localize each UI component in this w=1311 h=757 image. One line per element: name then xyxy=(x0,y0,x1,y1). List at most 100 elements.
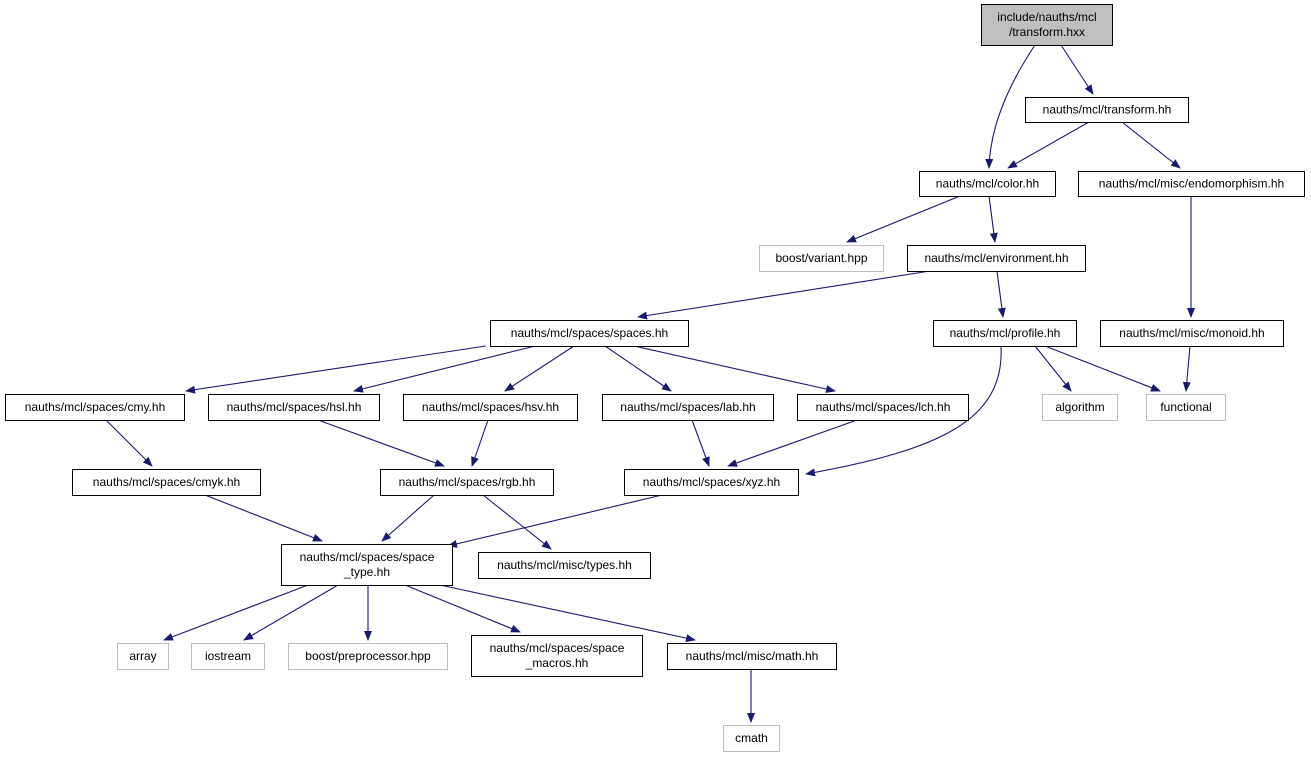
edge-line xyxy=(691,419,710,467)
edge-line xyxy=(317,419,445,467)
node-transform-hh[interactable]: nauths/mcl/transform.hh xyxy=(1025,97,1189,123)
edge-spaces_hh-to-hsv_hh xyxy=(504,345,575,392)
edge-spaces_hh-to-cmy_hh xyxy=(185,345,487,394)
edge-root-to-transform_hh xyxy=(1060,44,1094,95)
node-endomorphism-hh[interactable]: nauths/mcl/misc/endomorphism.hh xyxy=(1078,171,1305,197)
node-boost-variant: boost/variant.hpp xyxy=(759,245,884,272)
node-types-hh[interactable]: nauths/mcl/misc/types.hh xyxy=(478,552,651,579)
node-lch-hh[interactable]: nauths/mcl/spaces/lch.hh xyxy=(797,394,969,421)
edge-hsl_hh-to-rgb_hh xyxy=(317,419,445,467)
node-label: functional xyxy=(1160,400,1211,414)
node-profile-hh[interactable]: nauths/mcl/profile.hh xyxy=(933,320,1077,347)
edge-root-to-color_hh xyxy=(985,44,1036,169)
node-box xyxy=(1025,97,1189,123)
node-label: array xyxy=(129,649,156,663)
node-label: nauths/mcl/transform.hh xyxy=(1043,103,1172,117)
node-label: nauths/mcl/color.hh xyxy=(936,177,1039,191)
edge-spaces_hh-to-hsl_hh xyxy=(353,345,536,393)
node-label: nauths/mcl/misc/endomorphism.hh xyxy=(1099,177,1284,191)
edge-line xyxy=(1182,345,1191,392)
node-box xyxy=(5,394,185,421)
edge-line xyxy=(381,494,435,542)
node-cmyk-hh[interactable]: nauths/mcl/spaces/cmyk.hh xyxy=(72,469,261,496)
node-label: boost/preprocessor.hpp xyxy=(305,649,431,663)
node-box xyxy=(907,245,1086,272)
node-xyz-hh[interactable]: nauths/mcl/spaces/xyz.hh xyxy=(624,469,799,496)
node-cmy-hh[interactable]: nauths/mcl/spaces/cmy.hh xyxy=(5,394,185,421)
node-label: cmath xyxy=(735,731,768,745)
dependency-nodes: include/nauths/mcl/transform.hxx nauths/m… xyxy=(5,4,1305,752)
edge-line xyxy=(1060,44,1094,95)
node-box xyxy=(759,245,884,272)
edge-line xyxy=(1034,345,1072,392)
node-root[interactable]: include/nauths/mcl/transform.hxx xyxy=(981,4,1113,46)
node-box xyxy=(380,469,554,496)
edge-line xyxy=(846,195,961,243)
edge-rgb_hh-to-space_type_hh xyxy=(381,494,435,542)
node-label: _macros.hh xyxy=(525,656,589,670)
edge-line xyxy=(404,584,521,633)
node-functional: functional xyxy=(1146,394,1226,421)
node-label: nauths/mcl/spaces/lch.hh xyxy=(816,400,951,414)
edge-spaces_hh-to-lch_hh xyxy=(633,345,836,393)
edge-line xyxy=(447,494,663,548)
edge-line xyxy=(1044,345,1161,392)
node-lab-hh[interactable]: nauths/mcl/spaces/lab.hh xyxy=(602,394,774,421)
node-monoid-hh[interactable]: nauths/mcl/misc/monoid.hh xyxy=(1100,320,1284,347)
edge-cmyk_hh-to-space_type_hh xyxy=(204,494,323,542)
node-label: algorithm xyxy=(1055,400,1104,414)
node-space-type-hh[interactable]: nauths/mcl/spaces/space_type.hh xyxy=(281,544,453,586)
node-label: nauths/mcl/profile.hh xyxy=(950,326,1061,340)
node-math-hh[interactable]: nauths/mcl/misc/math.hh xyxy=(667,643,837,670)
edge-line xyxy=(727,419,858,467)
node-label: include/nauths/mcl xyxy=(997,10,1096,24)
node-algorithm: algorithm xyxy=(1042,394,1118,421)
node-label: nauths/mcl/misc/math.hh xyxy=(686,649,819,663)
node-label: nauths/mcl/environment.hh xyxy=(924,251,1068,265)
node-hsv-hh[interactable]: nauths/mcl/spaces/hsv.hh xyxy=(403,394,578,421)
node-box xyxy=(191,643,265,670)
dependency-edges xyxy=(105,44,1195,723)
edge-line xyxy=(243,584,339,641)
node-box xyxy=(723,725,780,752)
node-box xyxy=(933,320,1077,347)
edge-line xyxy=(985,44,1036,169)
edge-profile_hh-to-xyz_hh xyxy=(805,345,1002,477)
edge-line xyxy=(471,419,489,467)
node-spaces-hh[interactable]: nauths/mcl/spaces/spaces.hh xyxy=(490,320,689,347)
node-label: nauths/mcl/spaces/hsl.hh xyxy=(227,400,362,414)
node-rgb-hh[interactable]: nauths/mcl/spaces/rgb.hh xyxy=(380,469,554,496)
node-box xyxy=(72,469,261,496)
node-label: nauths/mcl/spaces/cmy.hh xyxy=(25,400,166,414)
edge-lch_hh-to-xyz_hh xyxy=(727,419,858,467)
node-array: array xyxy=(117,643,169,670)
node-label: nauths/mcl/misc/types.hh xyxy=(497,558,632,572)
edge-line xyxy=(105,419,153,467)
node-box xyxy=(281,544,453,586)
node-box xyxy=(667,643,837,670)
edge-line xyxy=(163,584,309,641)
node-box xyxy=(981,4,1113,46)
node-hsl-hh[interactable]: nauths/mcl/spaces/hsl.hh xyxy=(208,394,380,421)
node-color-hh[interactable]: nauths/mcl/color.hh xyxy=(919,171,1056,197)
node-label: boost/variant.hpp xyxy=(775,251,867,265)
edge-lab_hh-to-xyz_hh xyxy=(691,419,710,467)
node-label: nauths/mcl/spaces/space xyxy=(490,641,625,655)
node-space-macros-hh[interactable]: nauths/mcl/spaces/space_macros.hh xyxy=(471,635,643,677)
edge-line xyxy=(637,270,931,320)
node-boost-preprocessor: boost/preprocessor.hpp xyxy=(288,643,448,670)
node-label: _type.hh xyxy=(343,565,390,579)
edge-monoid_hh-to-functional xyxy=(1182,345,1191,392)
node-box xyxy=(1042,394,1118,421)
node-box xyxy=(797,394,969,421)
node-box xyxy=(602,394,774,421)
node-box xyxy=(288,643,448,670)
edge-line xyxy=(439,584,696,643)
node-box xyxy=(117,643,169,670)
node-environment-hh[interactable]: nauths/mcl/environment.hh xyxy=(907,245,1086,272)
edge-color_hh-to-environment_hh xyxy=(988,195,998,243)
edge-space_type_hh-to-iostream xyxy=(243,584,339,641)
edge-color_hh-to-boost_variant xyxy=(846,195,961,243)
edge-line xyxy=(1007,121,1090,169)
